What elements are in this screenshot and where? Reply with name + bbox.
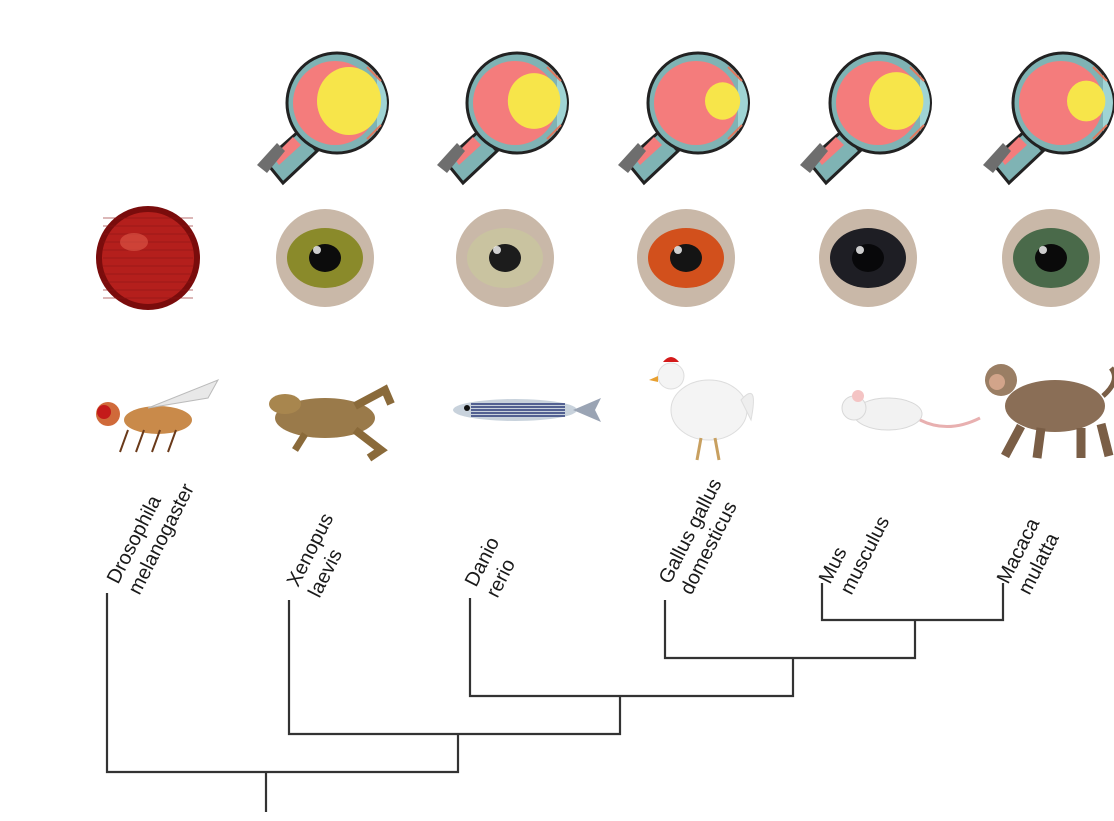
macaque-illustration	[985, 364, 1114, 458]
species-label-frog: Xenopuslaevis	[283, 510, 360, 601]
eye-schematic-chicken	[618, 53, 749, 183]
organism-illustrations-row	[96, 357, 1114, 460]
frog-illustration	[269, 390, 391, 458]
eye-photo-fruit-fly	[99, 209, 197, 307]
eye-photos-row	[99, 209, 1100, 307]
species-labels: Drosophilamelanogaster Xenopuslaevis Danio…	[103, 469, 1066, 601]
eye-photo-macaque	[1002, 209, 1100, 307]
branch-drosophila-vertebrates	[107, 593, 458, 772]
mouse-illustration	[842, 390, 980, 430]
species-label-chicken: Gallus gallusdomesticus	[655, 475, 748, 598]
eye-photo-frog	[276, 209, 374, 307]
eye-schematic-zebrafish	[437, 53, 568, 183]
eye-schematic-mouse	[800, 53, 931, 183]
eye-photo-mouse	[819, 209, 917, 307]
eye-schematic-frog	[257, 53, 388, 183]
species-label-mouse: Musmusculus	[815, 502, 894, 598]
eye-schematic-macaque	[983, 53, 1114, 183]
phylogenetic-tree	[107, 583, 1003, 812]
species-label-zebrafish: Daniorerio	[461, 534, 526, 601]
species-label-fruit-fly: Drosophilamelanogaster	[103, 469, 199, 598]
eye-photo-chicken	[637, 209, 735, 307]
fruit-fly-illustration	[96, 380, 218, 452]
eye-schematics-row	[257, 53, 1114, 183]
chicken-illustration	[649, 357, 753, 460]
branch-gallus-mammals	[665, 600, 915, 658]
branch-danio-amniotes	[470, 598, 793, 696]
branch-xenopus-rest	[289, 600, 620, 734]
zebrafish-illustration	[453, 398, 601, 422]
eye-photo-zebrafish	[456, 209, 554, 307]
